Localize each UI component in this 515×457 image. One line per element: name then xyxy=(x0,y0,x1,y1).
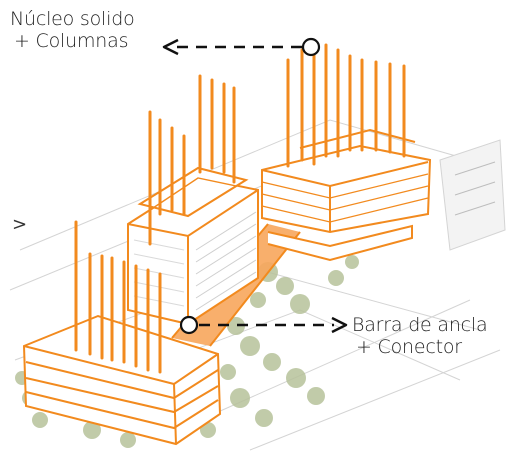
circle-marker-icon xyxy=(179,315,199,335)
side-mark: > xyxy=(12,214,28,235)
core-annotation-line1: Núcleo solido xyxy=(10,8,135,30)
right-columns xyxy=(286,43,406,168)
core-annotation-leader xyxy=(162,37,321,57)
middle-columns xyxy=(148,74,236,246)
right-block xyxy=(261,128,432,262)
circle-marker-icon xyxy=(301,37,321,57)
core-annotation-line2: + Columnas xyxy=(14,30,129,52)
left-block xyxy=(22,314,222,446)
bar-annotation-label: Barra de ancla + Conector xyxy=(352,314,488,358)
bar-annotation-leader xyxy=(179,315,348,335)
bar-annotation-line2: + Conector xyxy=(356,336,462,358)
arrow-right-icon xyxy=(331,316,348,334)
core-annotation-label: Núcleo solido + Columnas xyxy=(10,8,135,52)
bar-annotation-line1: Barra de ancla xyxy=(352,314,488,336)
arrow-left-icon xyxy=(162,38,179,56)
left-columns xyxy=(74,220,162,374)
